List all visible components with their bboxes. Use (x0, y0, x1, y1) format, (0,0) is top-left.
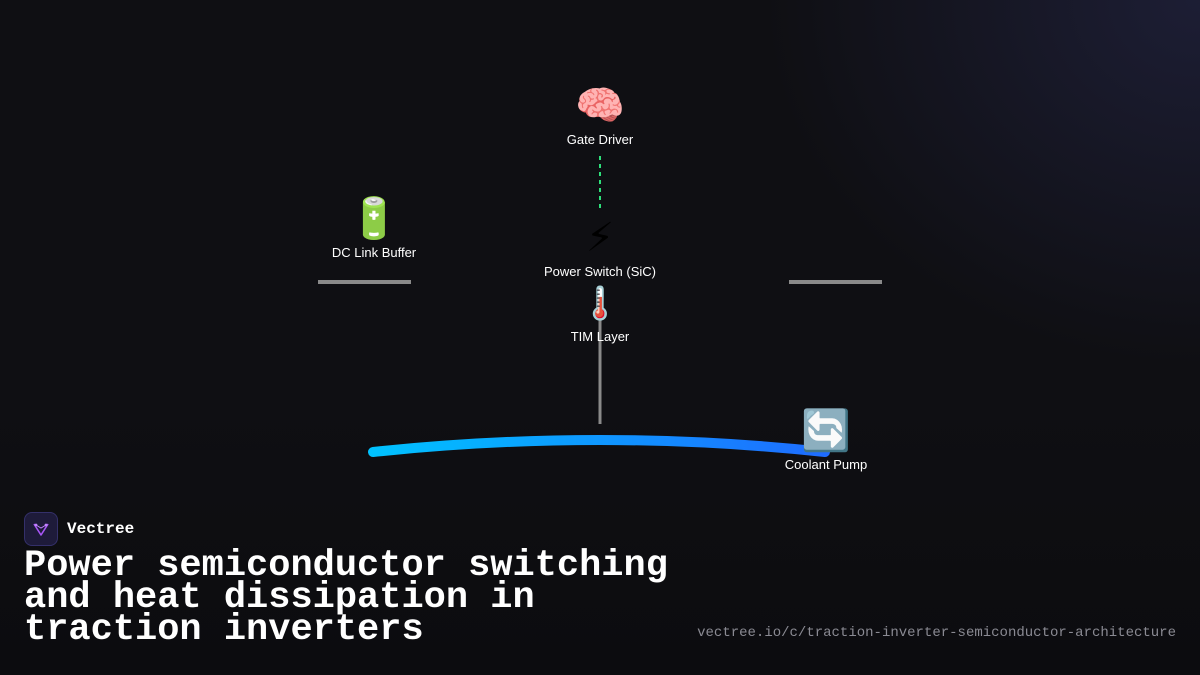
node-label: Coolant Pump (784, 457, 868, 472)
node-label: TIM Layer (570, 329, 630, 344)
lightning-icon: ⚡ (585, 215, 615, 261)
node-dc-link-buffer[interactable]: 🔋 DC Link Buffer (274, 197, 474, 260)
node-label: Gate Driver (566, 132, 634, 147)
node-coolant-pump[interactable]: 🔄 Coolant Pump (726, 409, 926, 472)
node-tim-layer[interactable]: 🌡️ TIM Layer (500, 281, 700, 344)
brain-icon: 🧠 (575, 83, 625, 129)
node-power-switch[interactable]: ⚡ Power Switch (SiC) (500, 216, 700, 279)
source-url[interactable]: vectree.io/c/traction-inverter-semicondu… (697, 625, 1176, 641)
brand-name: Vectree (67, 520, 135, 538)
coolant-flow-path (368, 435, 830, 457)
page-title: Power semiconductor switching and heat d… (24, 545, 668, 651)
thermometer-icon: 🌡️ (580, 284, 620, 322)
vectree-logo-icon (24, 512, 58, 546)
node-label: Power Switch (SiC) (544, 264, 656, 279)
battery-icon: 🔋 (349, 196, 399, 242)
cycle-arrows-icon: 🔄 (801, 408, 851, 454)
node-label: DC Link Buffer (331, 245, 417, 260)
brand[interactable]: Vectree (24, 512, 134, 546)
node-gate-driver[interactable]: 🧠 Gate Driver (500, 84, 700, 147)
